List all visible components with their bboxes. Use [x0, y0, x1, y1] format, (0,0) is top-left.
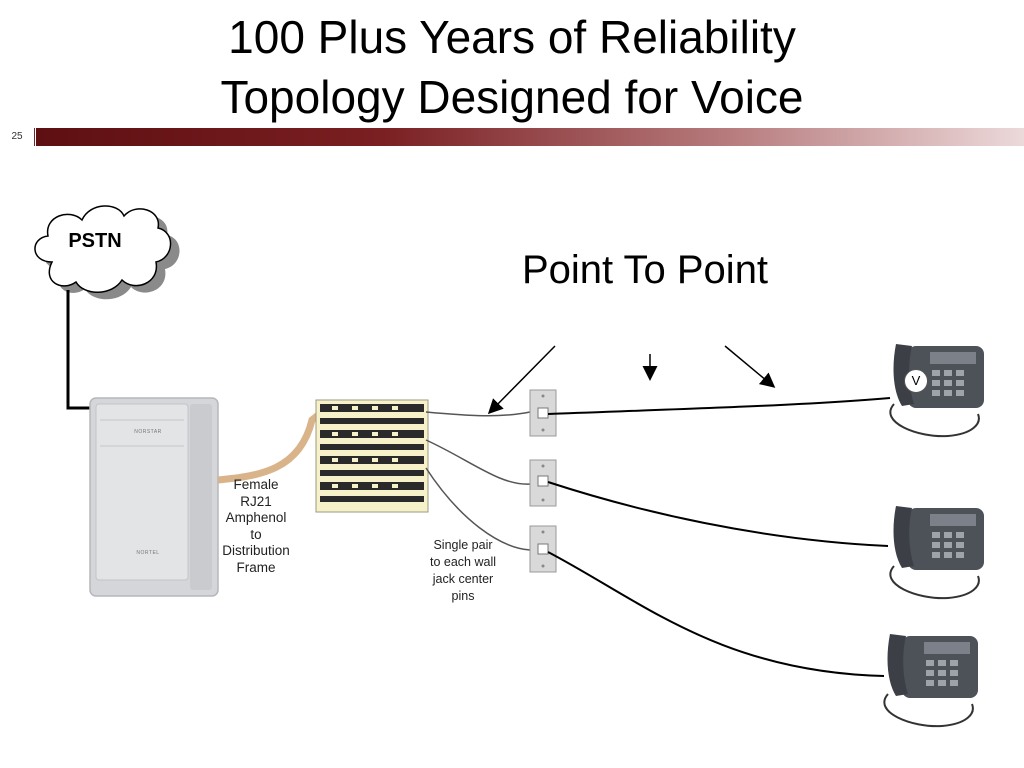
point-to-point-arrows [487, 345, 776, 415]
rj21-amphenol-cable [217, 409, 325, 484]
pstn-cloud-icon [34, 205, 180, 300]
pstn-label: PSTN [68, 230, 122, 252]
jack-to-phone-cables [547, 397, 891, 677]
title-divider-bar [36, 128, 1024, 146]
distribution-frame-icon [315, 399, 429, 513]
pbx-connection-label: Female RJ21 Amphenol to Distribution Fra… [222, 477, 290, 575]
pbx-cabinet-icon [89, 397, 219, 597]
frame-to-jack-wires [425, 411, 531, 551]
phone-marker-badge: V [904, 369, 928, 393]
point-to-point-heading: Point To Point [521, 248, 769, 292]
pstn-trunk-line [66, 290, 92, 410]
slide-title-line-1: 100 Plus Years of Reliability [228, 11, 796, 63]
desk-phone-icon [889, 506, 984, 600]
pbx-brand-label: NORSTAR [134, 429, 162, 435]
desk-phone-icon [883, 634, 978, 728]
slide-title-line-2: Topology Designed for Voice [220, 71, 804, 123]
pbx-bottom-brand-label: NORTEL [136, 550, 160, 556]
desk-phone-icon [889, 344, 984, 438]
wall-jack-wiring-label: Single pair to each wall jack center pin… [429, 538, 496, 603]
wall-jack-icon [529, 525, 557, 573]
slide-number: 25 [0, 128, 35, 146]
